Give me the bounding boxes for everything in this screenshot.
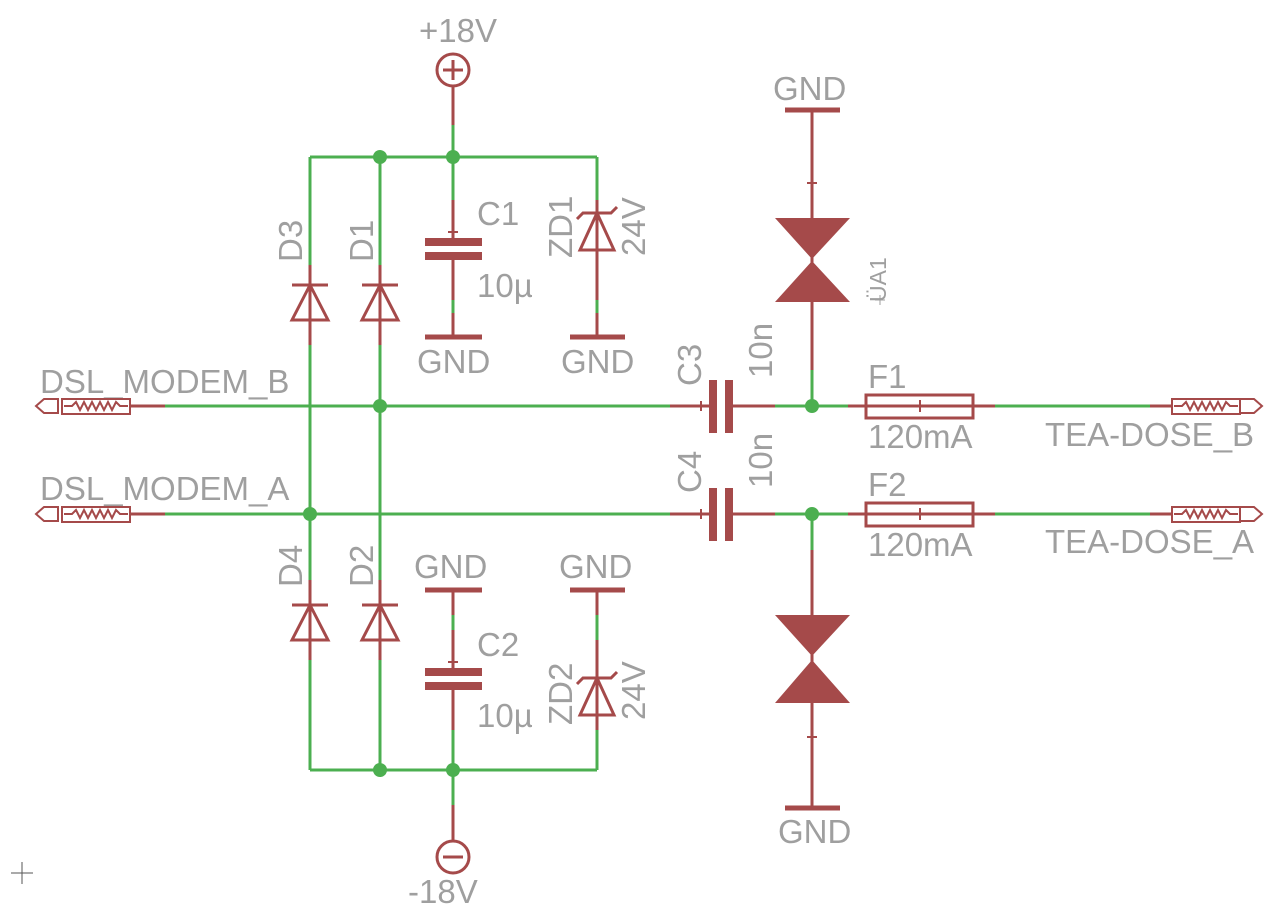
ground-zd1: GND xyxy=(561,313,634,380)
diode-d4: D4 xyxy=(272,545,331,660)
origin-crosshair-icon xyxy=(11,862,33,884)
zener-name: ZD2 xyxy=(542,663,579,725)
diode-label: D1 xyxy=(343,220,380,262)
capacitor-value: 10µ xyxy=(477,267,533,304)
zener-value: 24V xyxy=(615,661,652,720)
ground-ua1-top: GND xyxy=(773,70,846,113)
diode-d2: D2 xyxy=(343,545,401,660)
capacitor-c1: C1 10µ xyxy=(425,195,533,304)
capacitor-name: C1 xyxy=(477,195,519,232)
connector-label: TEA-DOSE_B xyxy=(1045,416,1254,453)
zener-diode-zd1: ZD1 24V xyxy=(542,196,652,300)
capacitor-c4: C4 10n xyxy=(670,433,779,541)
connector-tea-dose-b: TEA-DOSE_B xyxy=(1045,398,1264,453)
connector-tea-dose-a: TEA-DOSE_A xyxy=(1045,506,1264,560)
junction-dot xyxy=(805,399,819,413)
ground-zd2: GND xyxy=(559,548,632,615)
surge-arrester-label: ÜA1 xyxy=(865,257,891,302)
supply-negative-label: -18V xyxy=(408,873,478,910)
junction-dot xyxy=(446,763,460,777)
junction-dot xyxy=(373,399,387,413)
diode-label: D2 xyxy=(343,545,380,587)
diode-label: D3 xyxy=(272,220,309,262)
zener-value: 24V xyxy=(615,197,652,256)
surge-arrester-ua1: ÜA1 xyxy=(775,110,891,808)
ground-label: GND xyxy=(559,548,632,585)
connector-arrow-icon xyxy=(1239,398,1264,414)
net-wires xyxy=(165,125,1150,805)
ground-label: GND xyxy=(778,813,851,850)
connector-label: TEA-DOSE_A xyxy=(1045,523,1254,560)
zener-name: ZD1 xyxy=(542,196,579,258)
ground-c2: GND xyxy=(414,548,487,615)
capacitor-value: 10n xyxy=(742,433,779,488)
ground-c1: GND xyxy=(417,313,490,380)
connector-label: DSL_MODEM_A xyxy=(40,470,289,507)
connector-dsl-modem-b: DSL_MODEM_B xyxy=(34,363,289,415)
fuse-value: 120mA xyxy=(868,418,973,455)
diode-label: D4 xyxy=(272,545,309,587)
junction-dot xyxy=(373,763,387,777)
connector-arrow-icon xyxy=(1239,506,1264,522)
diode-d3: D3 xyxy=(272,220,331,345)
junctions xyxy=(303,150,819,777)
zener-diode-zd2: ZD2 24V xyxy=(542,640,652,730)
capacitor-value: 10µ xyxy=(477,697,533,734)
ground-label: GND xyxy=(417,343,490,380)
diode-d1: D1 xyxy=(343,220,401,345)
junction-dot xyxy=(446,150,460,164)
ground-label: GND xyxy=(561,343,634,380)
junction-dot xyxy=(373,150,387,164)
capacitor-c3: C3 10n xyxy=(670,323,779,433)
fuse-f2: F2 120mA xyxy=(848,466,995,563)
fuse-name: F2 xyxy=(868,466,907,503)
connector-dsl-modem-a: DSL_MODEM_A xyxy=(34,470,289,523)
junction-dot xyxy=(303,507,317,521)
fuse-value: 120mA xyxy=(868,526,973,563)
supply-negative: -18V xyxy=(408,805,478,910)
fuse-name: F1 xyxy=(868,358,907,395)
ground-label: GND xyxy=(414,548,487,585)
connector-arrow-icon xyxy=(34,398,59,414)
capacitor-name: C3 xyxy=(671,344,708,386)
capacitor-c2: C2 10µ xyxy=(425,626,533,734)
origin-marker-icon xyxy=(875,295,885,305)
ground-ua1-bottom: GND xyxy=(778,805,851,850)
junction-dot xyxy=(805,507,819,521)
fuse-f1: F1 120mA xyxy=(848,358,995,455)
connector-arrow-icon xyxy=(34,506,59,522)
supply-positive: +18V xyxy=(419,12,497,125)
capacitor-name: C4 xyxy=(671,451,708,493)
supply-positive-label: +18V xyxy=(419,12,497,49)
connector-label: DSL_MODEM_B xyxy=(40,363,289,400)
capacitor-value: 10n xyxy=(742,323,779,378)
ground-label: GND xyxy=(773,70,846,107)
plus-icon xyxy=(443,60,463,80)
capacitor-name: C2 xyxy=(477,626,519,663)
